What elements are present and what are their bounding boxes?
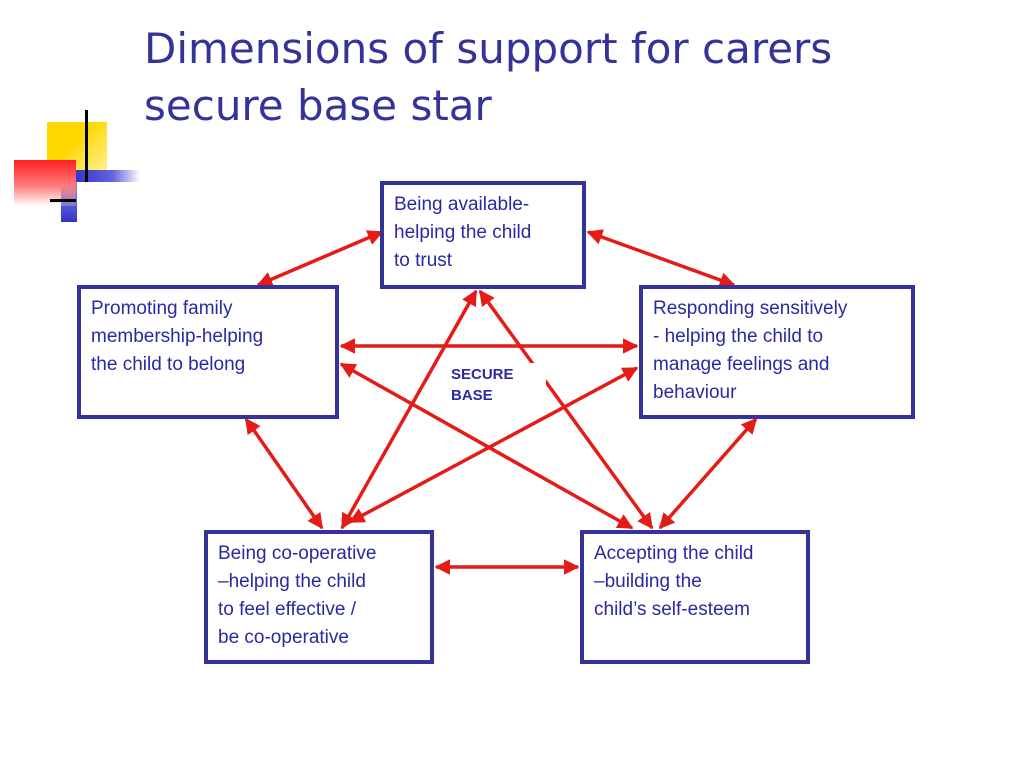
slide-title-line-1: Dimensions of support for carers bbox=[144, 24, 833, 73]
node-being-co-operative: Being co-operative –helping the child to… bbox=[204, 530, 434, 664]
node-promoting-family-membership: Promoting family membership-helping the … bbox=[77, 285, 339, 419]
slide-title: Dimensions of support for carers secure … bbox=[144, 20, 1004, 134]
secure-base-label: SECURE BASE bbox=[446, 363, 546, 407]
arrow-left-bottomleft bbox=[244, 417, 324, 530]
node-accepting-the-child: Accepting the child –building the child’… bbox=[580, 530, 810, 664]
slide-title-line-2: secure base star bbox=[144, 81, 492, 130]
decor-horizontal-line bbox=[50, 199, 76, 202]
arrow-right-bottomright bbox=[658, 417, 758, 530]
decor-red-square bbox=[14, 160, 76, 206]
arrow-right-bottomleft bbox=[348, 366, 639, 524]
decor-blue-bar bbox=[74, 170, 140, 182]
arrow-top-left bbox=[256, 230, 384, 287]
arrow-top-right bbox=[586, 229, 736, 288]
node-responding-sensitively: Responding sensitively - helping the chi… bbox=[639, 285, 915, 419]
node-being-available: Being available- helping the child to tr… bbox=[380, 181, 586, 289]
arrow-top-bottomleft bbox=[340, 289, 478, 530]
slide-decoration bbox=[0, 0, 150, 240]
decor-vertical-line bbox=[85, 110, 88, 182]
